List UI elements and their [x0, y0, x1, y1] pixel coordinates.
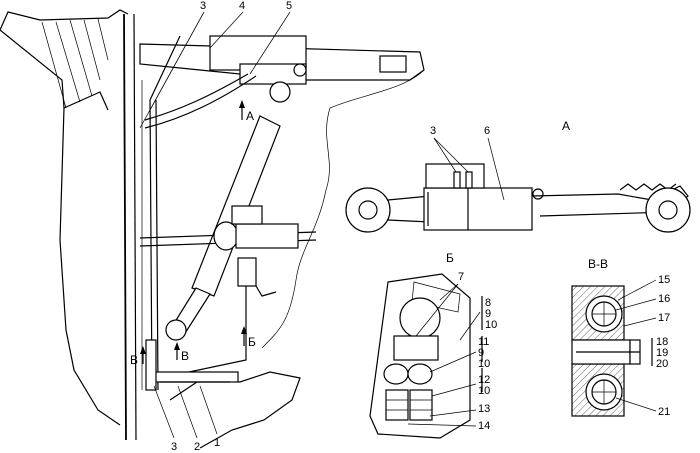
- pivot-housing: [235, 223, 299, 249]
- callout-3-bottom: 3: [171, 441, 177, 453]
- hose-lower-vertical: [169, 286, 247, 377]
- frame-post-line-1: [123, 13, 127, 441]
- section-vv-title: В-В: [588, 257, 608, 271]
- arrow-v-right: В: [174, 342, 189, 363]
- section-vv-callout-21: 21: [658, 406, 670, 418]
- arrow-v-right-label: В: [181, 349, 189, 363]
- valve-block: [237, 257, 257, 287]
- callout-4-top: 4: [239, 0, 245, 12]
- pivot-assembly: [139, 205, 317, 377]
- view-b-callout-10b: 10: [478, 358, 490, 370]
- arrow-v-left: В: [130, 346, 146, 367]
- view-a-fitting-1: [453, 171, 461, 189]
- main-view: А Б В В 3 4 5 3 2: [0, 0, 425, 453]
- lower-hose-block: [151, 371, 239, 383]
- cylinder-bottom-eye: [165, 319, 187, 341]
- view-b-callout-11: 11: [478, 336, 489, 348]
- view-b-callout-13: 13: [478, 403, 490, 415]
- arrow-b-label: Б: [248, 335, 256, 349]
- view-b-callout-14: 14: [478, 420, 490, 432]
- pivot-cap: [231, 205, 263, 225]
- section-vv-callout-16: 16: [658, 293, 670, 305]
- callout-2-bottom: 2: [194, 441, 200, 453]
- view-b-callout-10a: 10: [485, 319, 497, 331]
- section-vv: В-В 15 16 17 18 19 20 21: [571, 257, 670, 418]
- view-b: Б 7 8 9 10 11 9 10 12 10 13 14: [369, 251, 497, 439]
- view-b-callout-8: 8: [485, 297, 491, 309]
- callout-5-top: 5: [286, 0, 292, 12]
- valve-fitting: [255, 285, 277, 297]
- boom-pin: [293, 63, 307, 77]
- view-a-rod: [387, 195, 431, 223]
- view-b-slot: [411, 281, 461, 313]
- view-b-callout-9b: 9: [478, 347, 484, 359]
- callout-3-top: 3: [200, 0, 206, 12]
- view-a-cylinder: [423, 187, 533, 231]
- view-a-right-eye-inner: [658, 200, 678, 220]
- boom-bracket: [239, 63, 307, 85]
- view-a-title: А: [562, 119, 570, 133]
- cylinder-top-eye: [269, 81, 291, 103]
- view-a-left-eye-inner: [358, 200, 378, 220]
- lift-cylinder: [165, 81, 291, 341]
- hose-callout-line: [149, 35, 181, 101]
- view-b-callout-12: 12: [478, 374, 490, 386]
- section-vv-callout-15: 15: [658, 274, 670, 286]
- section-vv-callout-18: 18: [656, 336, 668, 348]
- arrow-a-label: А: [246, 109, 254, 123]
- view-b-fitting-1: [383, 363, 409, 385]
- boom-clamp: [379, 55, 407, 73]
- pivot-hub: [213, 221, 239, 251]
- view-b-callout-9a: 9: [485, 308, 491, 320]
- section-vv-callout-20: 20: [656, 358, 668, 370]
- view-a-bolt: [532, 188, 544, 200]
- view-a-callout-3: 3: [430, 125, 436, 137]
- view-b-fitting-2: [407, 363, 433, 385]
- view-b-callout-7: 7: [458, 271, 464, 283]
- view-a-fitting-2: [465, 171, 473, 189]
- section-vv-callout-17: 17: [658, 312, 670, 324]
- frame-hatching: [41, 18, 109, 109]
- frame-body-outline: [59, 107, 121, 426]
- lower-fittings: [145, 339, 157, 391]
- main-top-callouts: 3 4 5: [139, 0, 292, 129]
- view-b-block: [393, 335, 439, 361]
- view-b-hose-1: [385, 389, 409, 421]
- main-bottom-callouts: 3 2 1: [153, 385, 220, 453]
- section-vv-callout-19: 19: [656, 347, 668, 359]
- cutaway-boundary: [261, 69, 425, 349]
- view-b-hose-2: [409, 389, 433, 421]
- view-a-callout-6: 6: [484, 125, 490, 137]
- view-b-callout-10c: 10: [478, 385, 490, 397]
- callout-1-bottom: 1: [214, 437, 220, 449]
- lower-frame-contour: [169, 371, 301, 449]
- hose-upper-2: [144, 75, 257, 129]
- hose-upper-1: [144, 73, 249, 121]
- arrow-b: Б: [241, 326, 256, 349]
- arrow-a: А: [239, 100, 254, 123]
- frame-left-edge: [0, 29, 109, 111]
- view-a: А 3 6: [345, 119, 691, 233]
- view-b-bore: [399, 297, 441, 339]
- frame-post-line-2: [133, 13, 137, 441]
- arrow-v-left-label: В: [130, 353, 138, 367]
- frame-top-edge: [0, 9, 129, 31]
- view-b-title: Б: [446, 251, 454, 265]
